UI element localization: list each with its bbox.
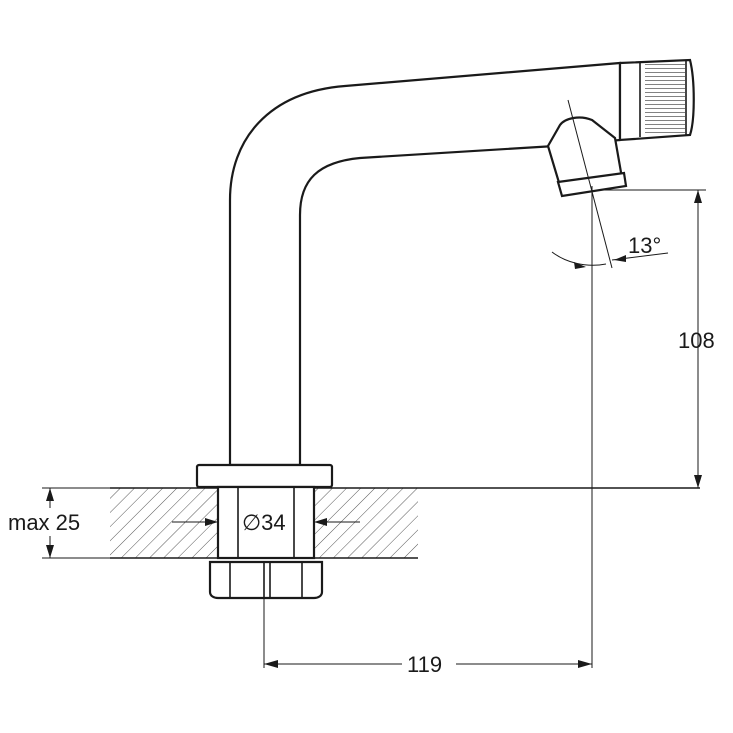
base-collar — [195, 463, 334, 489]
diameter-label: ∅34 — [242, 510, 286, 535]
angle-label: 13° — [628, 233, 661, 258]
knurled-grip — [639, 61, 687, 137]
countertop-hatch-left — [110, 488, 218, 558]
aerator-outlet — [546, 116, 628, 198]
mounting-nut — [208, 560, 324, 600]
faucet-body — [195, 58, 695, 600]
reach-label: 119 — [407, 652, 442, 677]
height-dimension: 108 — [678, 190, 715, 488]
outlet-axis-line — [567, 99, 613, 269]
reach-dimension: 119 — [264, 652, 592, 677]
thickness-label: max 25 — [8, 510, 80, 535]
faucet-spout-outline — [228, 61, 622, 467]
angle-dimension: 13° — [551, 233, 669, 269]
countertop-section — [110, 487, 700, 559]
countertop-hatch-right — [314, 488, 418, 558]
thickness-dimension: max 25 — [6, 487, 110, 559]
diameter-dimension: ∅34 — [172, 508, 360, 536]
height-label: 108 — [678, 328, 715, 353]
